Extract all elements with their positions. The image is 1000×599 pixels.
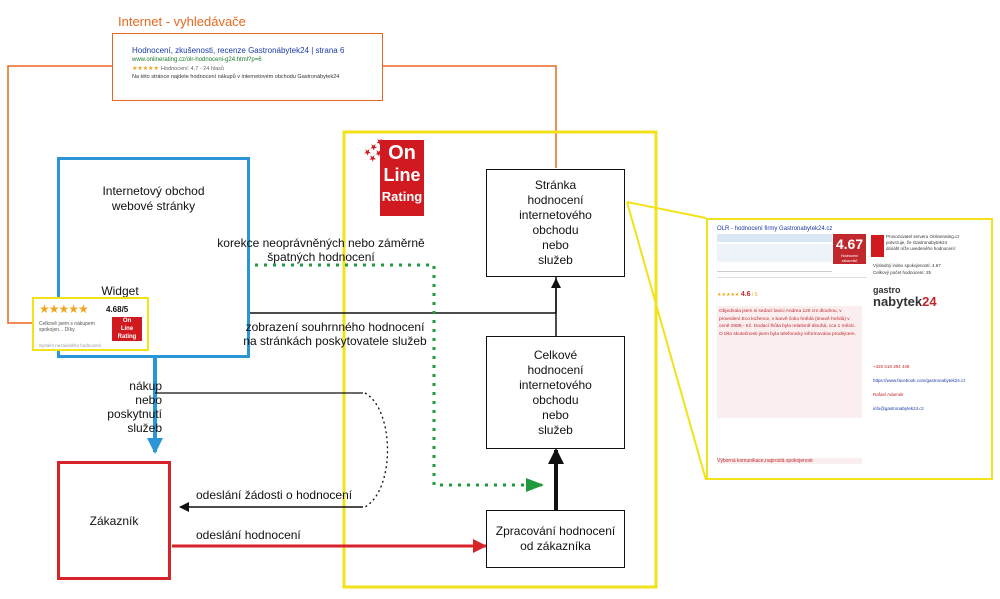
widget-stars: ★★★★★ [39, 302, 89, 316]
preview-logo [871, 235, 884, 257]
rating-page-text: Stránka hodnocení internetového obchodu … [519, 178, 592, 267]
purchase-label: nákup nebo poskytnutí služeb [107, 379, 162, 435]
search-result-url: www.onlinerating.cz/olr-hodnoceni-g24.ht… [132, 57, 262, 63]
logo-line-2: Line [383, 165, 421, 185]
preview-pagination [717, 265, 832, 272]
processing-box: Zpracování hodnocení od zákazníka [486, 510, 625, 568]
widget-logo: On Line Rating [112, 317, 142, 341]
shop-title: Internetový obchod webové stránky [102, 184, 205, 213]
preview-intro: Provozovatel serveru Onlinerating.cz pot… [886, 234, 960, 251]
rating-page-preview: OLR - hodnocení firmy Gastronabytek24.cz… [706, 218, 993, 480]
preview-review-text: Objednala jsem si sedací lavici Andrea 1… [717, 306, 862, 418]
customer-title: Zákazník [89, 513, 139, 528]
search-result-title[interactable]: Hodnocení, zkušenosti, recenze Gastronáb… [132, 46, 345, 55]
request-label: odeslání žádosti o hodnocení [196, 488, 353, 502]
search-result-card: Hodnocení, zkušenosti, recenze Gastronáb… [112, 33, 383, 101]
widget-caption: Widget [101, 284, 139, 298]
overall-rating-box: Celkové hodnocení internetového obchodu … [486, 336, 625, 449]
orange-connector-right [383, 65, 557, 168]
processing-text: Zpracování hodnocení od zákazníka [495, 524, 616, 553]
preview-bullets: Výsledný index spokojenosti: 4.67 Celkov… [873, 263, 941, 275]
search-engine-caption: Internet - vyhledávače [118, 14, 246, 29]
preview-score: 4.67 [835, 236, 864, 252]
preview-review-stars: ★★★★★ 4.6 / 5 [717, 277, 867, 300]
overall-rating-text: Celkové hodnocení internetového obchodu … [519, 347, 592, 437]
rating-page-box: Stránka hodnocení internetového obchodu … [486, 169, 625, 277]
widget-score: 4.68/5 [106, 305, 129, 314]
preview-contact: +420 518 384 448 https://www.facebook.co… [873, 364, 966, 411]
search-result-rating: Hodnocení: 4,7 - 24 hlasů [161, 66, 224, 72]
logo-line-3: Rating [381, 189, 423, 204]
search-result-snippet: Na této stránce najdete hodnocení nákupů… [132, 74, 340, 80]
preview-summary-bar [717, 234, 832, 242]
preview-score-box: 4.67 Hodnocení zákazníků [833, 234, 866, 264]
orange-connector [7, 65, 112, 324]
preview-summary-text [717, 244, 832, 262]
widget-text: Celkově jsem s nákupem spokojen... Díky. [39, 321, 95, 333]
preview-review2-text: Výborná komunikace,naprostá spokojenost [717, 458, 862, 464]
onlinerating-logo: ★★★★★ On Line Rating [361, 135, 424, 216]
preview-score-caption: Hodnocení zákazníků [841, 254, 858, 263]
send-label: odeslání hodnocení [196, 528, 301, 542]
preview-header: OLR - hodnocení firmy Gastronabytek24.cz [717, 226, 833, 232]
rating-system-frame [342, 130, 658, 589]
display-label: zobrazení souhrnného hodnocení na stránk… [243, 320, 427, 348]
rating-widget[interactable]: ★★★★★ 4.68/5 Celkově jsem s nákupem spok… [32, 297, 149, 351]
preview-brand: gastro nabytek24 [873, 285, 937, 309]
customer-box: Zákazník [57, 461, 171, 580]
widget-footer: Systém nezávislého hodnocení [39, 343, 102, 348]
search-result-stars: ★★★★★ [132, 66, 159, 72]
logo-line-1: On [388, 142, 416, 164]
correction-label: korekce neoprávněných nebo záměrně špatn… [217, 236, 425, 264]
